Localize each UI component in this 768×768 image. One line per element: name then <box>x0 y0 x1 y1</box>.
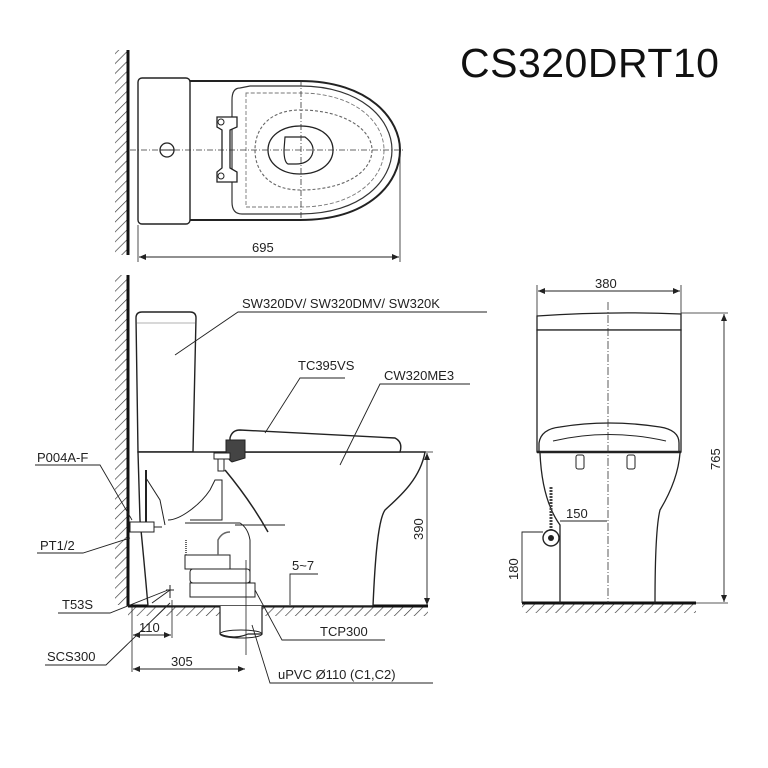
hinge-top <box>216 116 238 183</box>
leader-screw <box>45 602 171 666</box>
leader-valve <box>35 464 133 521</box>
label-valve: P004A-F <box>37 450 88 465</box>
seat-lid-outline <box>231 85 393 215</box>
angle-valve <box>129 521 155 533</box>
label-pipe: uPVC Ø110 (C1,C2) <box>278 667 396 682</box>
bowl-side <box>137 451 426 607</box>
tank-top <box>137 77 191 225</box>
leader-pipe <box>251 624 433 684</box>
seat-ring-top <box>254 109 373 191</box>
top-view: 695 <box>115 50 405 262</box>
leader-supply <box>58 589 169 614</box>
model-title: CS320DRT10 <box>460 40 720 86</box>
label-flange: TCP300 <box>320 624 368 639</box>
dim-length: 695 <box>252 240 274 255</box>
drain-top <box>283 136 314 165</box>
dim-rough-in: 305 <box>171 654 193 669</box>
dim-gap: 5~7 <box>292 558 314 573</box>
floor-hatch-side <box>128 606 428 616</box>
wall-hatch-top <box>115 50 127 255</box>
leader-seat <box>264 377 345 434</box>
wall-hatch-side <box>115 275 127 605</box>
floor-hatch-front <box>522 603 696 613</box>
bowl-front <box>539 452 681 604</box>
seat-lid-side <box>229 429 402 453</box>
bowl-opening-top <box>267 125 334 175</box>
dim-gap-leader <box>289 573 318 605</box>
seat-front <box>538 422 680 453</box>
label-seat: TC395VS <box>298 358 355 373</box>
label-supply: T53S <box>62 597 93 612</box>
drain-pipe <box>219 606 263 638</box>
front-view: 380 765 150 180 <box>506 276 728 613</box>
leader-bowl <box>339 383 470 466</box>
label-bowl: CW320ME3 <box>384 368 454 383</box>
dim-supply-height: 180 <box>506 558 521 580</box>
flange-adapter <box>184 554 231 570</box>
dim-supply-offset: 110 <box>139 620 160 635</box>
label-screw: SCS300 <box>47 649 95 664</box>
label-thread: PT1/2 <box>40 538 75 553</box>
dim-supply-horizontal: 150 <box>566 506 588 521</box>
dim-width: 380 <box>595 276 617 291</box>
label-tank: SW320DV/ SW320DMV/ SW320K <box>242 296 440 311</box>
dim-seat-height: 390 <box>411 518 426 540</box>
leader-flange <box>254 589 385 641</box>
dim-height: 765 <box>708 448 723 470</box>
leader-tank <box>174 311 487 356</box>
leader-thread <box>37 537 131 554</box>
side-view: SW320DV/ SW320DMV/ SW320K TC395VS CW320M… <box>35 275 487 684</box>
tank-side <box>135 311 197 453</box>
tank-front <box>536 312 682 331</box>
